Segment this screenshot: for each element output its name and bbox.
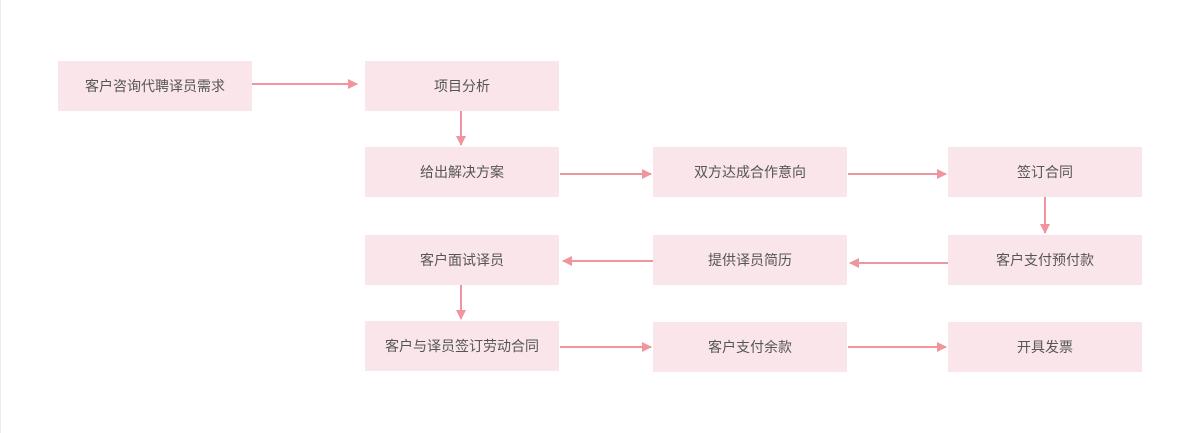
step-agreement-label: 双方达成合作意向	[694, 165, 806, 181]
step-invoice-label: 开具发票	[1017, 340, 1073, 356]
step-analysis-label: 项目分析	[434, 79, 490, 95]
step-balance: 客户支付余款	[653, 322, 847, 372]
step-labor-contract-label: 客户与译员签订劳动合同	[385, 339, 539, 355]
step-interview-label: 客户面试译员	[420, 253, 504, 269]
step-contract-label: 签订合同	[1017, 165, 1073, 181]
step-solution-label: 给出解决方案	[420, 165, 504, 181]
step-consult: 客户咨询代聘译员需求	[58, 61, 252, 111]
step-prepay: 客户支付预付款	[948, 235, 1142, 285]
step-balance-label: 客户支付余款	[708, 340, 792, 356]
step-invoice: 开具发票	[948, 322, 1142, 372]
step-agreement: 双方达成合作意向	[653, 147, 847, 197]
step-prepay-label: 客户支付预付款	[996, 253, 1094, 269]
step-consult-label: 客户咨询代聘译员需求	[85, 79, 225, 95]
left-border	[0, 0, 1, 433]
step-resume: 提供译员简历	[653, 235, 847, 285]
step-contract: 签订合同	[948, 147, 1142, 197]
step-interview: 客户面试译员	[365, 235, 559, 285]
step-analysis: 项目分析	[365, 61, 559, 111]
step-labor-contract: 客户与译员签订劳动合同	[365, 321, 559, 371]
step-solution: 给出解决方案	[365, 147, 559, 197]
step-resume-label: 提供译员简历	[708, 253, 792, 269]
